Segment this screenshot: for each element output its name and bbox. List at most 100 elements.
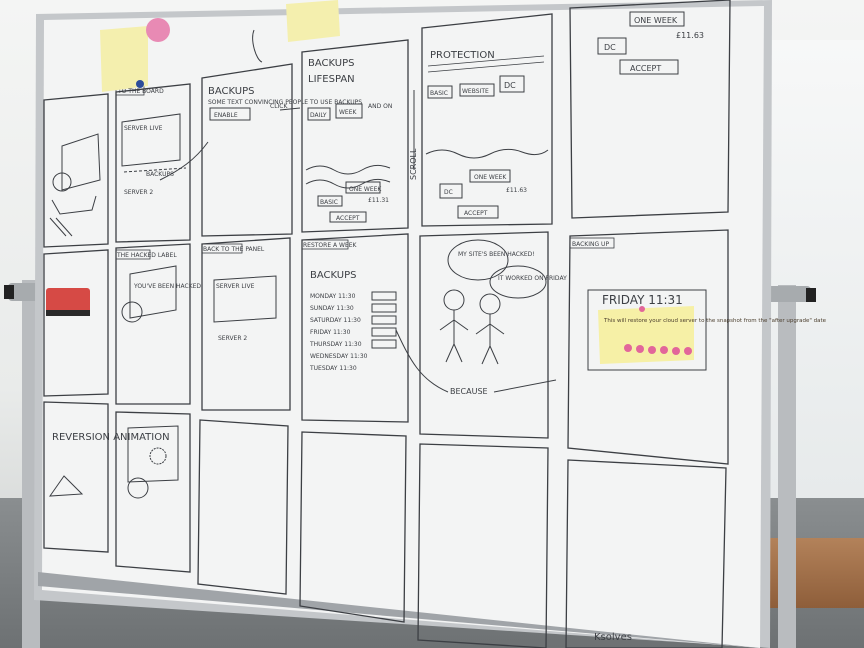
wave-line-2 — [305, 178, 391, 189]
back-panel-label: BACK TO THE PANEL — [203, 246, 265, 253]
daily-label: DAILY — [310, 112, 327, 119]
reversion-label: REVERSION ANIMATION — [52, 432, 170, 443]
lifespan-label: LIFESPAN — [308, 74, 355, 85]
panel-r2c4 — [301, 233, 409, 423]
whiteboard-eraser — [46, 288, 90, 316]
sticky-note-top-center — [286, 0, 340, 42]
panel-r2c5 — [419, 231, 549, 439]
arrow-to-enable — [159, 141, 209, 181]
panel-r3c1 — [43, 401, 109, 553]
backup-item-0: MONDAY 11:30 — [310, 293, 356, 300]
basic-box — [317, 195, 343, 207]
sketch-computer-user — [49, 133, 101, 237]
panel-server-box — [213, 275, 277, 323]
website-label: WEBSITE — [462, 88, 489, 95]
panel-r1c2 — [115, 83, 191, 243]
panel-r2c6 — [567, 229, 729, 465]
speech-text-1: MY SITE'S BEEN HACKED! — [458, 251, 535, 258]
panel-r1c6 — [569, 0, 731, 219]
because-arrows — [395, 329, 557, 393]
click-label: CLICK — [270, 103, 288, 110]
backup-item-2: SATURDAY 11:30 — [310, 317, 361, 324]
right-stand-pole — [778, 285, 796, 648]
basic-option — [427, 85, 453, 99]
accept-label-2: ACCEPT — [464, 210, 488, 217]
website-option — [459, 83, 495, 97]
restore-week-label: RESTORE A WEEK — [303, 242, 358, 249]
sticky-note-yellow — [598, 306, 694, 364]
panel-r1c4 — [301, 39, 409, 233]
pink-dots — [624, 306, 692, 355]
note-text: This will restore your cloud server to t… — [603, 318, 827, 324]
panel-r3c5 — [417, 443, 549, 648]
panel-r2c3 — [201, 237, 291, 411]
protection-lines — [427, 55, 545, 73]
server2-label: SERVER 2 — [124, 189, 153, 196]
backing-up-tag — [569, 237, 615, 249]
accept-box-1 — [329, 211, 367, 223]
right-knob-cap — [806, 288, 816, 302]
server-label: SERVER LIVE — [124, 125, 163, 132]
accept-label-1: ACCEPT — [336, 215, 360, 222]
protection-title: PROTECTION — [430, 50, 495, 61]
board-surface — [42, 6, 764, 648]
server-live-2: SERVER LIVE — [216, 283, 255, 290]
stick-figures — [439, 289, 505, 365]
and-on-label: AND ON — [368, 103, 392, 110]
speech-bubble-1 — [447, 239, 509, 281]
one-week-label: ONE WEEK — [349, 186, 382, 193]
one-week-top-box — [629, 11, 685, 27]
price-label-2: £11.31 — [368, 197, 389, 204]
panel-r2c2 — [115, 243, 191, 405]
user-head-3 — [127, 477, 149, 499]
hacked-user-head — [121, 301, 143, 323]
accept-top-label: ACCEPT — [630, 64, 661, 73]
because-label: BECAUSE — [450, 387, 488, 396]
week-label: WEEK — [339, 109, 358, 116]
backups-list-title: BACKUPS — [310, 270, 357, 281]
speech-bubble-2 — [489, 265, 547, 299]
triangle-sketch — [48, 475, 84, 497]
server-stack-sketch — [371, 291, 397, 349]
panel-r1c5 — [421, 13, 553, 227]
backup-item-3: FRIDAY 11:30 — [310, 329, 351, 336]
curved-arrow-top — [252, 29, 263, 63]
enable-label: ENABLE — [214, 112, 238, 119]
dc-label: DC — [504, 81, 516, 90]
daily-option — [307, 107, 331, 121]
accept-top-box — [619, 59, 679, 75]
right-stand-knob — [765, 286, 811, 302]
left-knob-cap — [4, 285, 14, 299]
dc-option — [499, 75, 525, 93]
one-week-label-2: ONE WEEK — [474, 174, 507, 181]
board-tray — [38, 572, 760, 648]
monitor-sketch-3 — [127, 425, 179, 483]
panel-r3c4 — [299, 431, 407, 623]
dc-label-2: DC — [444, 189, 453, 196]
pink-magnet — [146, 18, 170, 42]
backups-line-label: BACKUPS — [146, 171, 174, 178]
eraser-base — [46, 310, 90, 316]
backup-item-5: WEDNESDAY 11:30 — [310, 353, 368, 360]
backup-item-4: THURSDAY 11:30 — [309, 341, 362, 348]
dc-top-box — [597, 37, 627, 55]
panel-r1c3 — [201, 63, 293, 237]
spinner-sketch — [149, 447, 167, 465]
one-week-box-2 — [469, 169, 511, 183]
click-arrow — [279, 107, 301, 111]
restore-dialog-sketch — [587, 289, 707, 371]
sticky-note-top-left — [100, 26, 148, 92]
server2b-label: SERVER 2 — [218, 335, 247, 342]
panel-r1c1 — [43, 93, 109, 248]
backing-up-label: BACKING UP — [572, 241, 609, 248]
panel-r3c2 — [115, 411, 191, 573]
to-board-label: TO THE BOARD — [117, 88, 164, 95]
backup-item-6: TUESDAY 11:30 — [309, 365, 357, 372]
blue-magnet — [136, 80, 144, 88]
speech-text-2: IT WORKED ON FRIDAY — [498, 275, 567, 282]
panel-r3c3 — [197, 419, 289, 595]
price-top-label: £11.63 — [676, 31, 704, 40]
restore-tag — [301, 239, 349, 250]
signature-text: Ksolves — [594, 632, 632, 643]
